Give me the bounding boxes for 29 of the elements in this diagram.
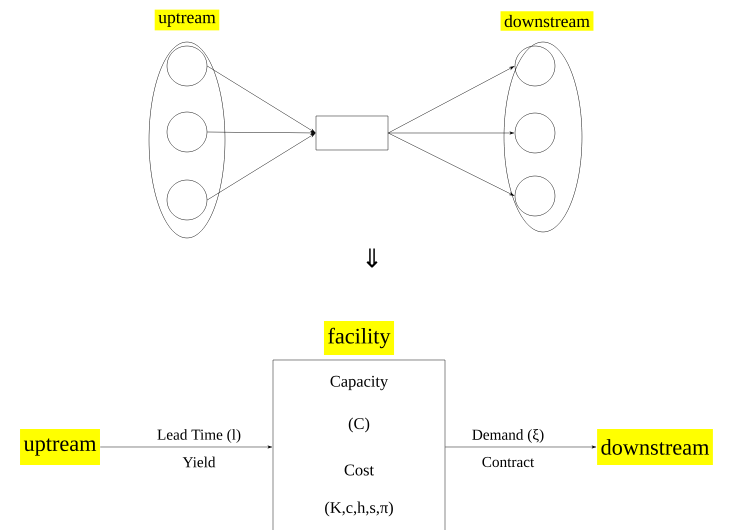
arrow bbox=[445, 446, 596, 448]
circle bbox=[166, 180, 208, 220]
direction-arrow: ⇓ bbox=[366, 248, 378, 268]
box-text: (C) bbox=[348, 418, 370, 432]
box-text: Cost bbox=[344, 464, 374, 476]
line-label: Yield bbox=[182, 456, 216, 468]
arrow bbox=[207, 66, 316, 133]
edge-label: Demand (ξ) bbox=[470, 428, 546, 444]
heading-label: facility bbox=[324, 321, 394, 355]
circle bbox=[514, 112, 556, 154]
box-text: (K,c,h,s,π) bbox=[325, 502, 393, 516]
circle bbox=[514, 176, 556, 216]
node-label: uptream bbox=[158, 13, 216, 27]
arrow bbox=[388, 66, 514, 134]
circle bbox=[166, 112, 208, 152]
box-text: Capacity bbox=[330, 376, 388, 390]
empty-box bbox=[316, 116, 388, 150]
arrow bbox=[388, 132, 514, 196]
arrow bbox=[207, 131, 316, 134]
node-label: downstream bbox=[504, 14, 590, 28]
edge-label: Lead Time (l) bbox=[156, 428, 242, 444]
highlighted-label: uptream bbox=[20, 429, 100, 465]
circle bbox=[514, 46, 556, 86]
highlighted-label: downstream bbox=[597, 429, 713, 465]
arrow bbox=[388, 132, 514, 134]
arrow bbox=[207, 133, 316, 200]
line-label: Contract bbox=[482, 456, 534, 468]
circle bbox=[166, 46, 208, 86]
arrow bbox=[100, 446, 272, 448]
